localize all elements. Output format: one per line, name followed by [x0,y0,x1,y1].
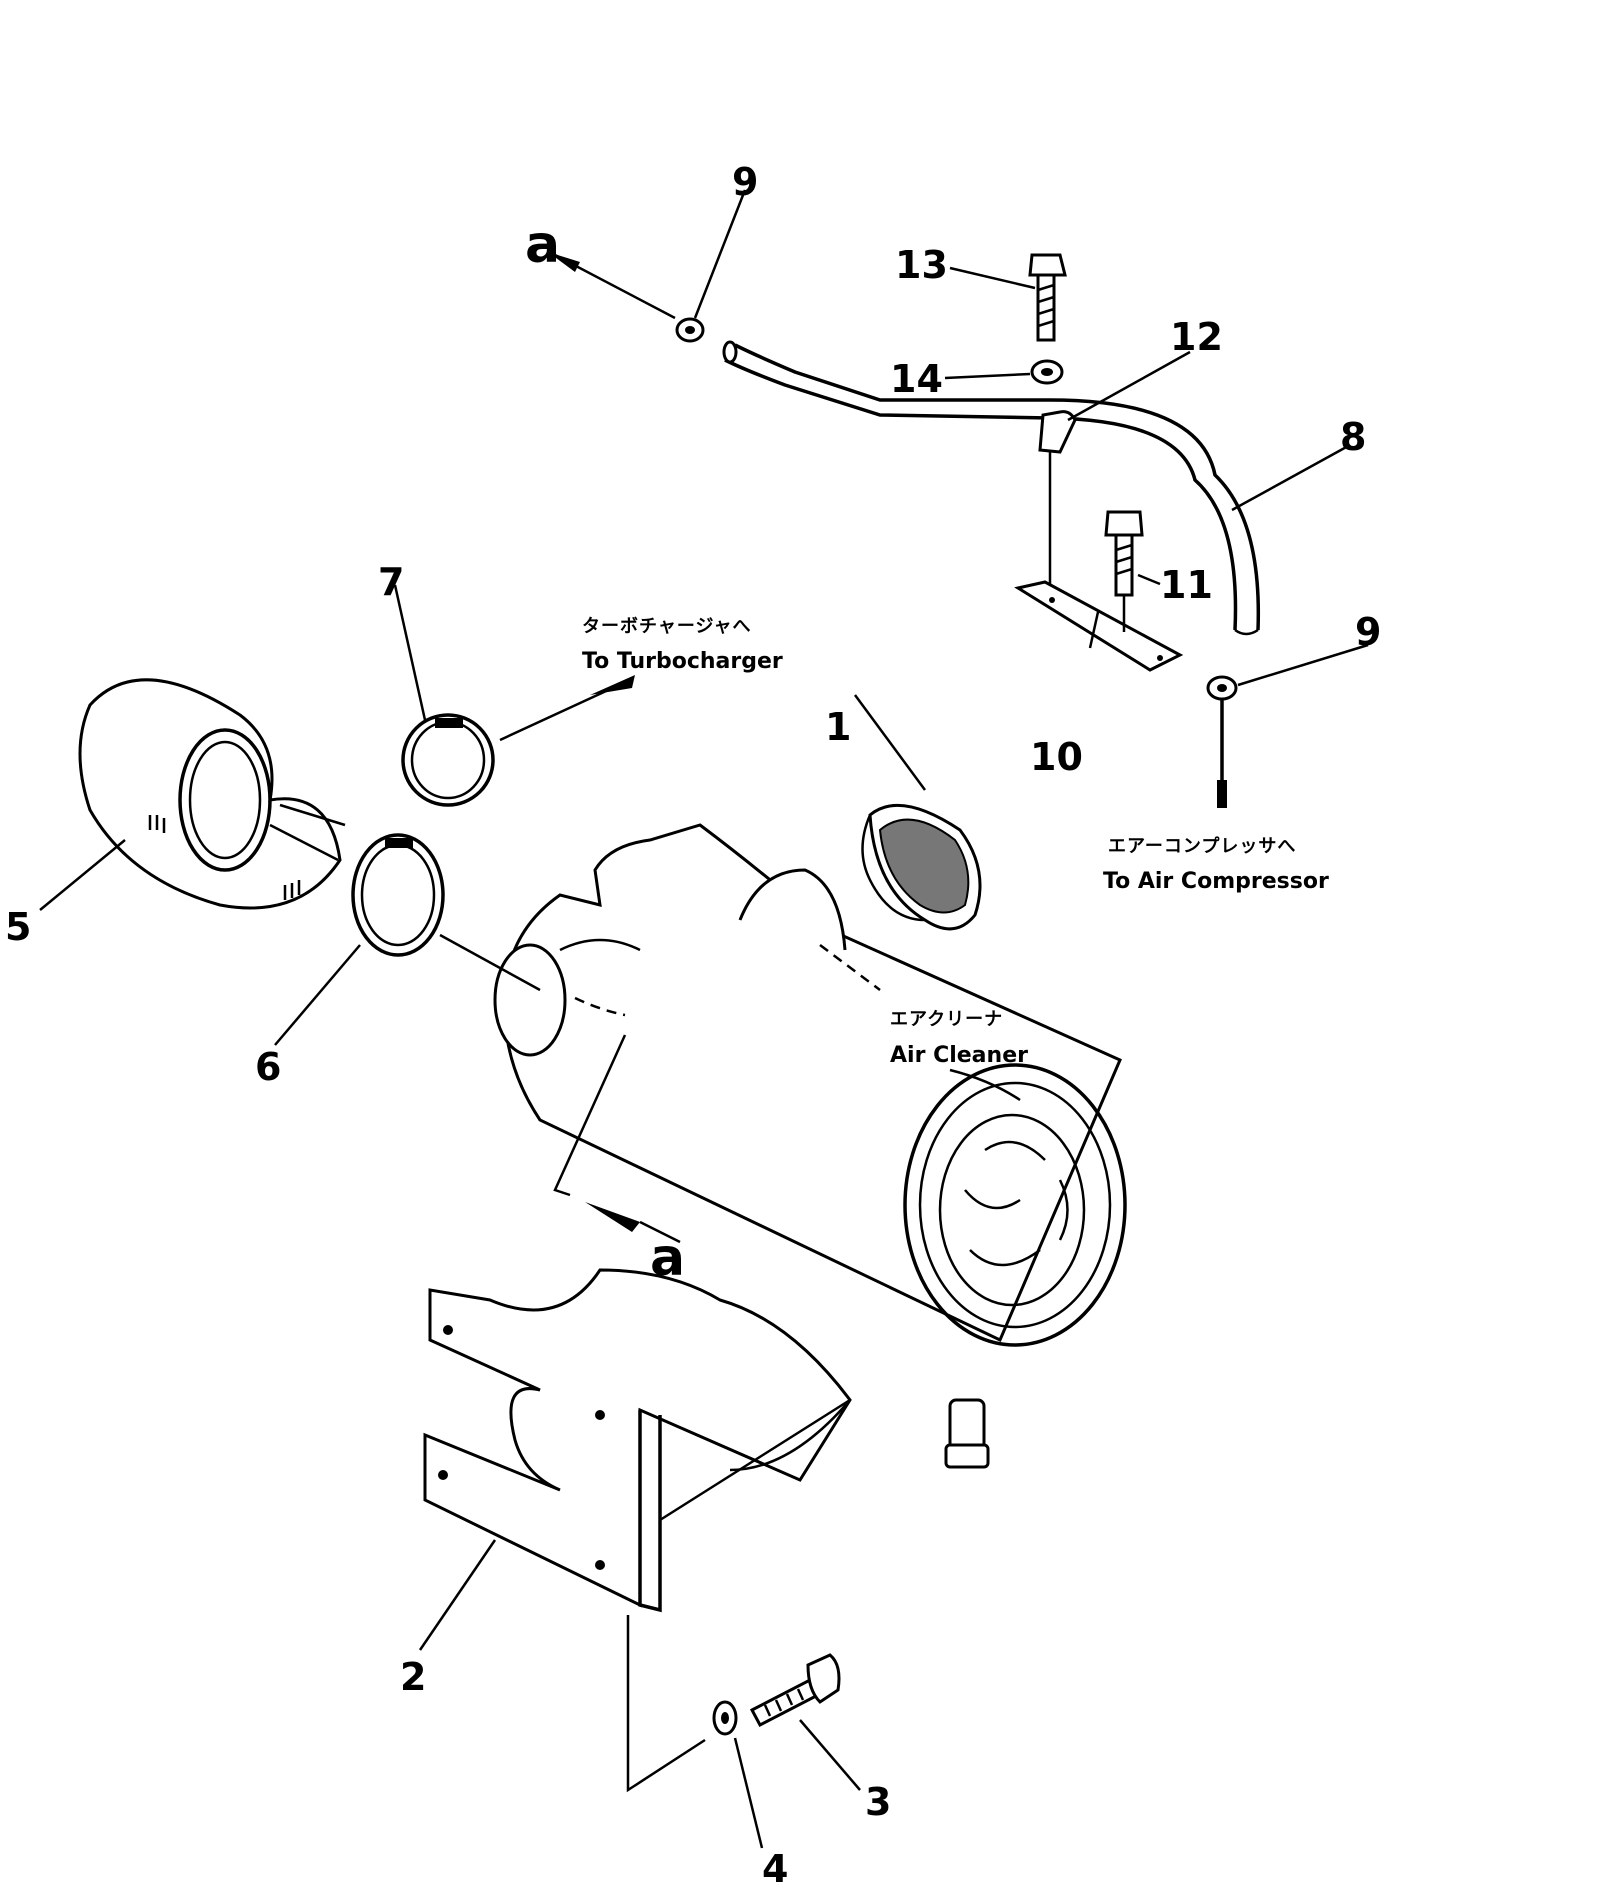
callout-6: 6 [255,1045,281,1089]
compressor-label-jp: エアーコンプレッサへ [1108,835,1296,857]
compressor-label-en: To Air Compressor [1103,869,1329,894]
callout-13: 13 [895,243,948,287]
cleaner-label-en: Air Cleaner [890,1043,1028,1068]
callout-1: 1 [825,705,851,749]
callout-2: 2 [400,1655,426,1699]
callout-12: 12 [1170,315,1223,359]
air-tube [722,340,1261,636]
turbo-label-en: To Turbocharger [582,649,783,674]
intake-hose [78,678,342,910]
callout-numbers: 1 2 3 4 5 6 7 8 9 9 10 11 12 13 14 a a [5,160,1381,1882]
air-cleaner-body [493,823,1127,1469]
callout-14: 14 [890,357,943,401]
marker-a-top: a [525,215,560,275]
bracket-bolts [712,1653,841,1736]
callout-10: 10 [1030,735,1083,779]
callout-9-top: 9 [732,160,758,204]
turbo-label-jp: ターボチャージャへ [582,616,752,637]
cleaner-label-jp: エアクリーナ [890,1009,1003,1030]
callout-11: 11 [1160,563,1213,607]
connection-labels: ターボチャージャへ To Turbocharger エアーコンプレッサへ To … [582,616,1329,1068]
callout-3: 3 [865,1780,891,1824]
leader-lines [39,189,1369,1849]
callout-4: 4 [762,1847,788,1882]
callout-9-right: 9 [1355,610,1381,654]
mounting-bracket [423,1268,852,1613]
tube-bracket-plate [1014,510,1184,672]
hose-clamps [351,713,495,957]
callout-8: 8 [1340,415,1366,459]
callout-5: 5 [5,905,31,949]
callout-7: 7 [378,560,404,604]
marker-a-mid: a [650,1228,685,1288]
hex-nuts [675,317,1238,808]
tube-clip-hardware [1028,253,1077,600]
pre-cleaner-screen [861,803,982,931]
